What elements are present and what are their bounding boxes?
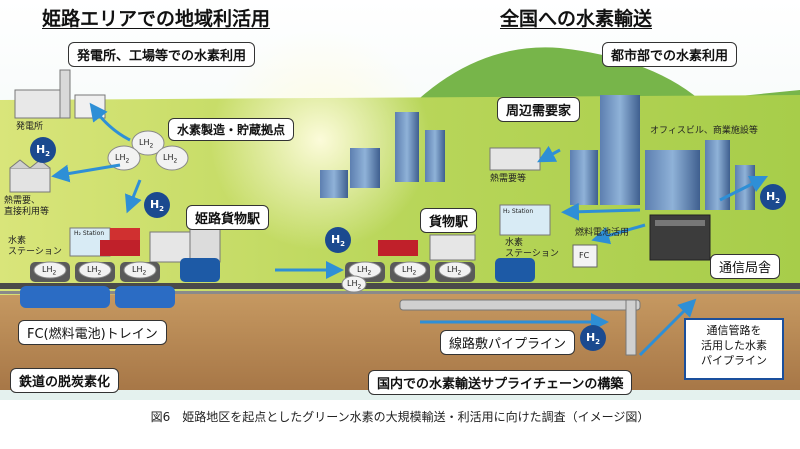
label-heat-direct: 熱需要、 直接利用等 bbox=[4, 196, 50, 217]
label-heat-demand: 熱需要等 bbox=[490, 174, 527, 184]
train-icon bbox=[20, 286, 175, 308]
label-station-sign: H₂ Station bbox=[74, 230, 105, 237]
callout-freight-station: 貨物駅 bbox=[420, 208, 478, 233]
callout-telecom-building: 通信局舎 bbox=[710, 254, 781, 279]
telecom-building-icon bbox=[649, 214, 711, 261]
callout-conduit-pipeline: 通信管路を 活用した水素 パイプライン bbox=[684, 318, 784, 380]
callout-fc-train: FC(燃料電池)トレイン bbox=[18, 320, 167, 345]
h2-molecule-icon: H2 bbox=[144, 192, 170, 218]
callout-supply-chain: 国内での水素輸送サプライチェーンの構築 bbox=[368, 370, 633, 395]
fuel-cell-icon bbox=[572, 244, 598, 268]
callout-surrounding-demand: 周辺需要家 bbox=[497, 97, 581, 122]
building-icon bbox=[570, 95, 755, 210]
callout-production-storage: 水素製造・貯蔵拠点 bbox=[168, 118, 295, 141]
tank-label: LH2 bbox=[115, 153, 130, 165]
tank-label: LH2 bbox=[447, 265, 462, 277]
label-power-plant: 発電所 bbox=[16, 122, 44, 132]
lh2-tank-icon bbox=[33, 261, 472, 293]
tank-label: LH2 bbox=[139, 138, 154, 150]
tank-label: LH2 bbox=[357, 265, 372, 277]
lh2-tank-icon bbox=[107, 130, 189, 171]
figure-caption: 図6 姫路地区を起点としたグリーン水素の大規模輸送・利活用に向けた調査（イメージ… bbox=[150, 410, 650, 424]
building-icon bbox=[320, 112, 445, 198]
label-h2-station-right: 水素 ステーション bbox=[505, 238, 559, 259]
sun-glow bbox=[210, 30, 430, 250]
tank-label: LH2 bbox=[87, 265, 102, 277]
factory-icon bbox=[489, 147, 541, 171]
building-icon bbox=[429, 204, 551, 261]
tank-label: LH2 bbox=[163, 153, 178, 165]
tank-label: LH2 bbox=[132, 265, 147, 277]
container-icon bbox=[100, 228, 140, 256]
label-h2-station-left: 水素 ステーション bbox=[8, 236, 62, 257]
callout-himeji-station: 姫路貨物駅 bbox=[186, 205, 270, 230]
flow-arrow-icon bbox=[51, 102, 769, 357]
container-icon bbox=[378, 240, 418, 256]
heading-right: 全国への水素輸送 bbox=[500, 8, 653, 30]
label-fuel-cell: 燃料電池活用 bbox=[575, 228, 630, 238]
heading-left: 姫路エリアでの地域利活用 bbox=[42, 8, 271, 30]
h2-molecule-icon: H2 bbox=[760, 184, 786, 210]
label-office: オフィスビル、商業施設等 bbox=[650, 126, 758, 136]
callout-pipeline: 線路敷パイプライン bbox=[440, 330, 576, 355]
label-fc: FC bbox=[579, 251, 590, 260]
pipeline bbox=[399, 299, 641, 356]
tank-label: LH2 bbox=[347, 279, 362, 291]
tank-label: LH2 bbox=[402, 265, 417, 277]
rail-track bbox=[0, 283, 800, 294]
h2-molecule-icon: H2 bbox=[30, 137, 56, 163]
callout-rail-decarbonization: 鉄道の脱炭素化 bbox=[10, 368, 120, 393]
h2-molecule-icon: H2 bbox=[580, 325, 606, 351]
tank-label: LH2 bbox=[42, 265, 57, 277]
h2-molecule-icon: H2 bbox=[325, 227, 351, 253]
callout-power-factory: 発電所、工場等での水素利用 bbox=[68, 42, 256, 67]
callout-urban: 都市部での水素利用 bbox=[602, 42, 738, 67]
label-station-sign: H₂ Station bbox=[503, 208, 534, 215]
